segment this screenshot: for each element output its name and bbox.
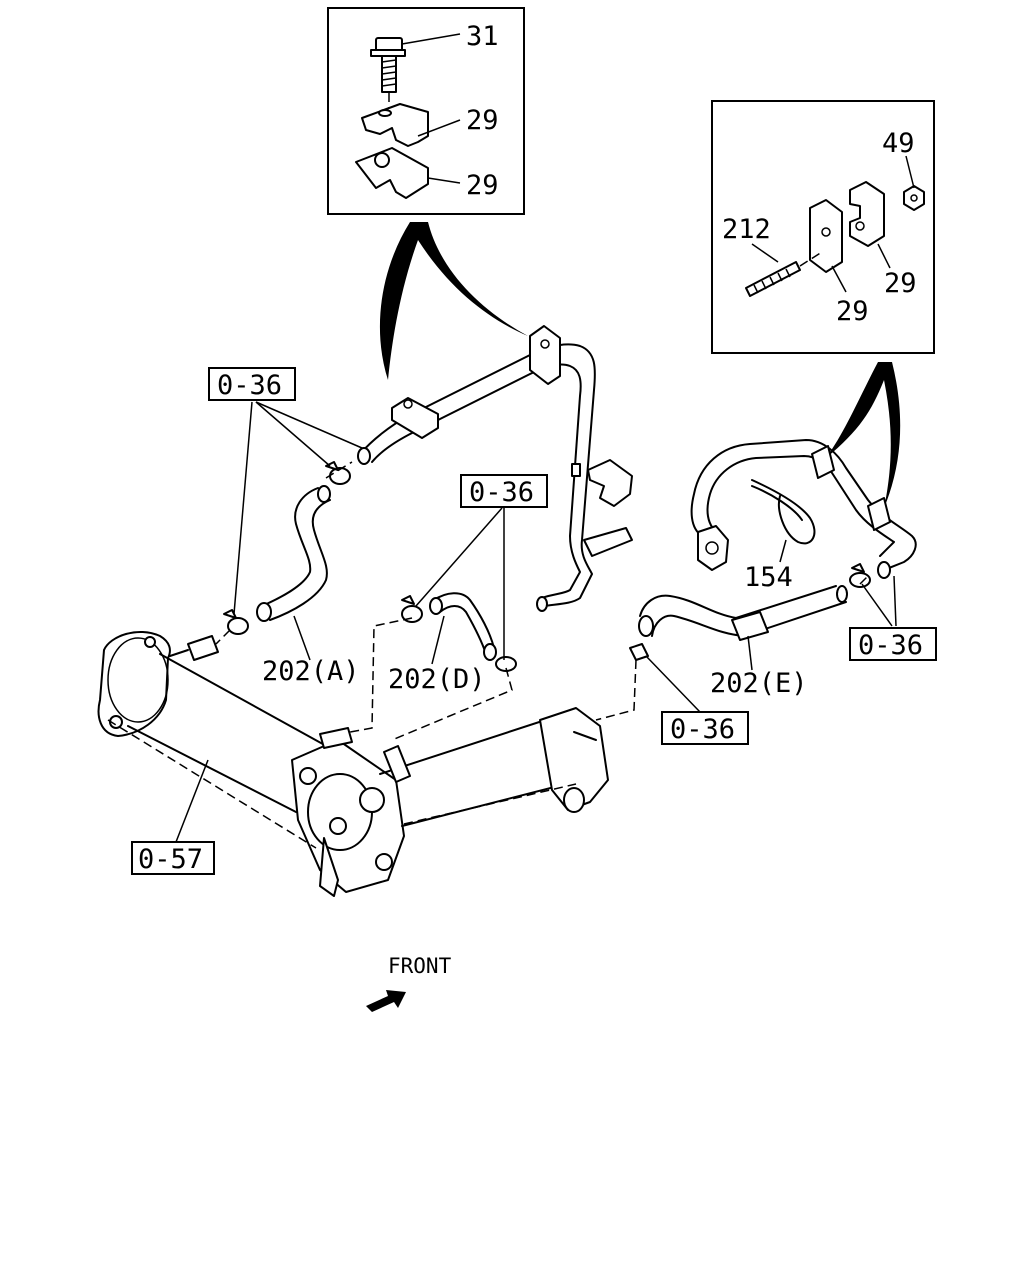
inset-right-pointer <box>826 362 901 508</box>
cooler-inlet-fitting <box>169 635 219 661</box>
inset-top-clamp-detail: 31 29 29 <box>327 7 525 215</box>
ref-label: 0-36 <box>469 477 534 508</box>
ref-box-mid: 0-36 <box>460 474 548 508</box>
ref-box-cooler: 0-57 <box>131 841 215 875</box>
pipe-clamp-center <box>529 325 561 385</box>
hose-clamp-icon-2 <box>223 609 249 635</box>
pipe-clamp-right-2 <box>867 497 891 531</box>
hose-clamp-icon-5 <box>849 563 871 588</box>
pipe-clamp-left <box>391 397 439 439</box>
callout-hose-202e: 202(E) <box>710 668 808 699</box>
callout-clamp-29-lower: 29 <box>466 170 499 201</box>
hose-202d <box>429 592 497 661</box>
ref-label: 0-57 <box>138 844 203 875</box>
cable-tie-154 <box>751 479 816 545</box>
hose-clamp-icon-1 <box>325 461 351 485</box>
hose-clamp-icon-6 <box>629 643 649 661</box>
front-indicator: FRONT <box>366 954 452 1012</box>
hose-202a <box>256 485 331 622</box>
pipe-clamp-right-1 <box>811 445 835 479</box>
front-label: FRONT <box>388 954 452 978</box>
ref-box-right: 0-36 <box>849 627 937 661</box>
egr-cooler <box>97 631 609 897</box>
callout-cable-tie-154: 154 <box>744 562 793 593</box>
hose-202e <box>638 585 848 641</box>
callout-clamp-29-a: 29 <box>884 268 917 299</box>
callout-nut-49: 49 <box>882 128 915 159</box>
inset-top-pointer <box>379 222 528 380</box>
hose-clamp-icon-4 <box>495 656 517 672</box>
ref-label: 0-36 <box>858 630 923 661</box>
leader-lines <box>175 401 897 843</box>
ref-box-top-left: 0-36 <box>208 367 296 401</box>
hose-clamp-icon-3 <box>401 595 423 623</box>
assembly-lines <box>107 461 869 849</box>
callout-hose-202d: 202(D) <box>388 664 486 695</box>
pipe-upper-right <box>690 439 917 579</box>
inset-right-clamp-detail: 49 212 29 29 <box>711 100 935 354</box>
clamp-lower-icon <box>355 147 429 199</box>
callout-clamp-29-b: 29 <box>836 296 869 327</box>
pipe-bracket <box>571 459 633 557</box>
ref-box-bottom: 0-36 <box>661 711 749 745</box>
callout-hose-202a: 202(A) <box>262 656 360 687</box>
callout-bolt-31: 31 <box>466 21 499 52</box>
stud-icon <box>745 251 823 297</box>
ref-label: 0-36 <box>670 714 735 745</box>
ref-label: 0-36 <box>217 370 282 401</box>
clamp-upper-icon <box>361 103 429 147</box>
callout-stud-212: 212 <box>722 214 771 245</box>
callout-clamp-29-upper: 29 <box>466 105 499 136</box>
front-arrow-icon <box>366 990 406 1012</box>
bolt-icon <box>370 37 406 112</box>
clamp-right-back-icon <box>849 181 885 247</box>
nut-icon <box>903 185 925 211</box>
clamp-right-front-icon <box>809 199 843 273</box>
